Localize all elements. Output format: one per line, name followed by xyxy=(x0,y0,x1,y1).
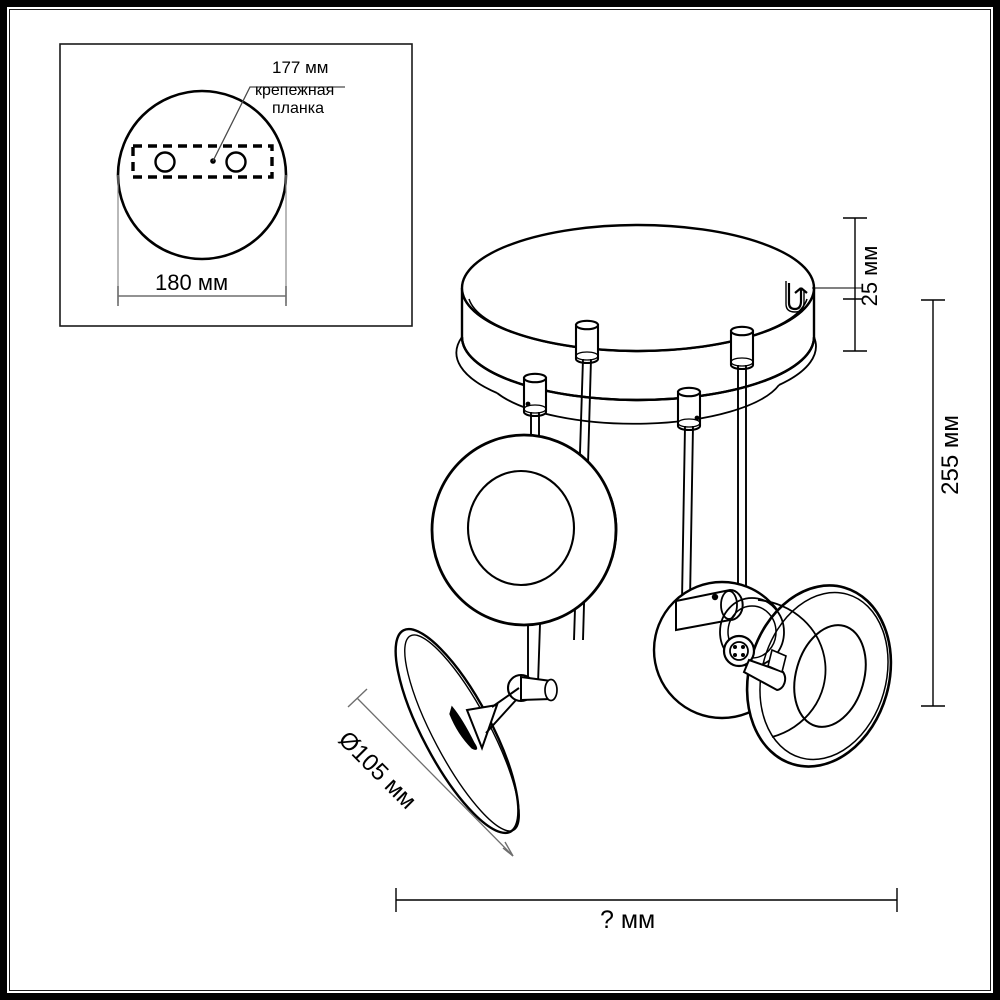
joint-arm-lower-tab xyxy=(767,648,787,674)
shade-rim-thickness-tilted xyxy=(759,591,889,761)
post-body xyxy=(676,390,702,432)
inset-top-view-group xyxy=(59,43,413,327)
mounting-bar-dashed-rect xyxy=(131,144,274,179)
shade-arm xyxy=(485,687,520,734)
main-isometric-view-group xyxy=(394,223,893,835)
callout-label-mounting-bar-line2: планка xyxy=(272,100,324,117)
mounting-hole xyxy=(154,151,176,173)
base-plate-inner-rim xyxy=(468,298,808,352)
drawing-inner-frame xyxy=(9,9,991,991)
mounting-post xyxy=(522,372,548,450)
post-collar xyxy=(730,357,754,367)
screw-hole-dot xyxy=(741,645,745,649)
spot-head-upper-left xyxy=(430,433,618,703)
post-body xyxy=(729,329,755,371)
post-collar xyxy=(575,351,599,361)
dim105-arrow-end xyxy=(502,841,514,857)
dimension-annotations-group xyxy=(347,217,945,912)
mounting-post xyxy=(676,386,702,601)
shade-stem xyxy=(527,623,541,685)
dim105-tick-start xyxy=(347,688,368,708)
post-screw-dot xyxy=(525,401,531,407)
post-cap xyxy=(522,372,548,384)
post-collar xyxy=(523,404,547,414)
joint-arm-lower xyxy=(742,658,787,692)
base-plate-underside-right-edge xyxy=(778,336,817,386)
callout-leader-line xyxy=(212,86,345,162)
screw-hole-dot xyxy=(733,653,737,657)
joint-arm-end-cap xyxy=(544,678,558,702)
screw-hole-dot xyxy=(733,645,737,649)
post-cap xyxy=(729,325,755,337)
dim-label-total-width: ? мм xyxy=(600,906,656,934)
post-cap xyxy=(574,319,600,331)
dim-label-255: 255 мм xyxy=(937,415,964,495)
screw-hole-dot xyxy=(741,653,745,657)
shade-reflector-sliver xyxy=(449,705,478,750)
joint-arm-screw-dot xyxy=(711,593,719,601)
dim-label-177: 177 мм xyxy=(272,58,329,77)
shade-rim-thickness xyxy=(610,496,618,563)
post-body xyxy=(522,376,548,418)
spot-head-right xyxy=(652,580,893,768)
spot-head-lower-left xyxy=(394,627,520,835)
mounting-hole xyxy=(225,151,247,173)
post-screw-dot xyxy=(694,415,700,421)
mounting-hook-outline xyxy=(785,281,805,313)
shade-back-edge-arc xyxy=(757,599,827,738)
shade-inner-reflector-tilted xyxy=(793,624,867,728)
base-plate-bottom-front-arc xyxy=(460,336,816,402)
base-plate-underside-left-edge xyxy=(455,336,498,394)
dim-label-180: 180 мм xyxy=(155,270,229,295)
shade-neck-cone xyxy=(465,703,499,751)
callout-label-mounting-bar-line1: крепежная xyxy=(255,82,335,99)
shade-inner-reflector xyxy=(466,469,576,587)
post-body xyxy=(574,323,600,365)
dim-label-25: 25 мм xyxy=(857,245,882,307)
post-rod xyxy=(681,425,694,601)
dim105-line xyxy=(356,697,514,857)
post-cap xyxy=(676,386,702,398)
post-collar xyxy=(677,418,701,428)
